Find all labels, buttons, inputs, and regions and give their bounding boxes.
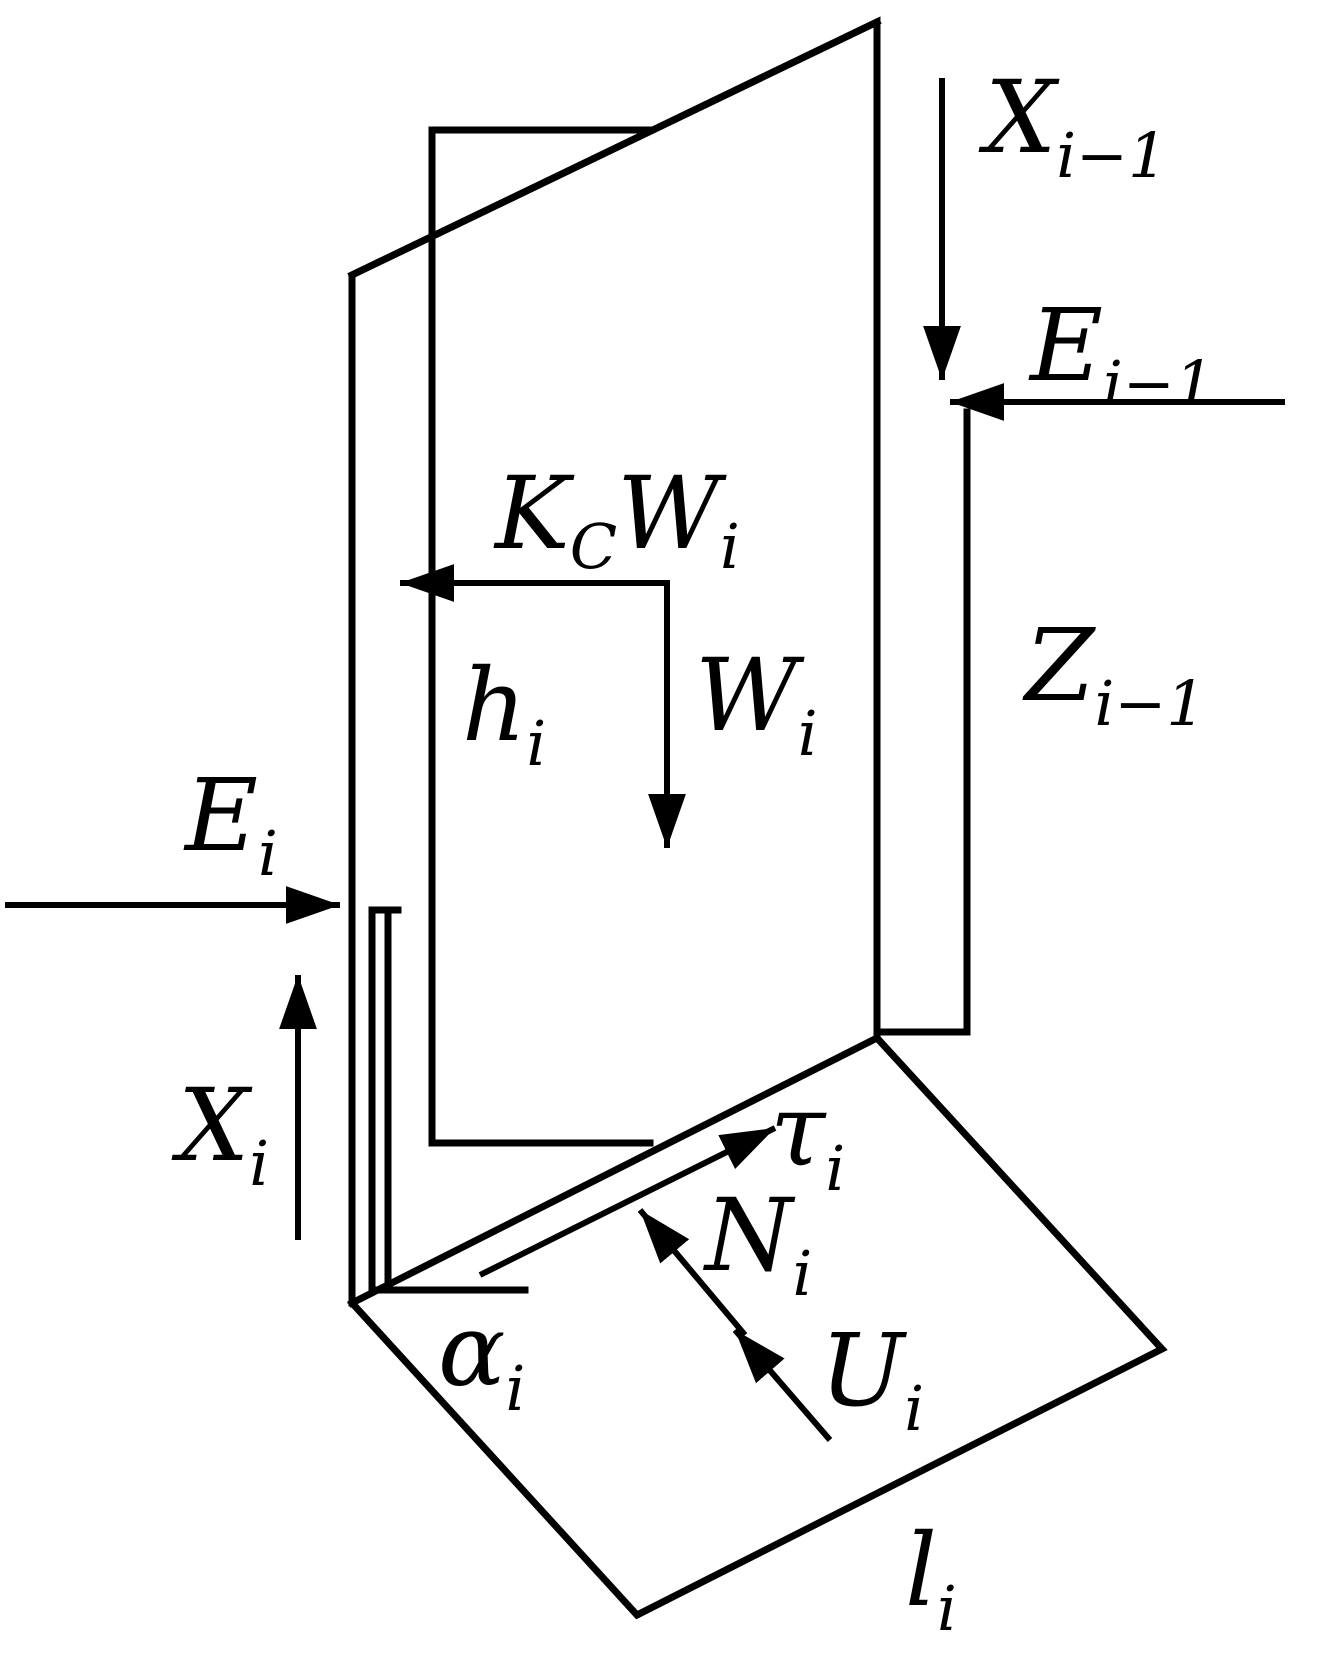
label-x-prev: Xi−1 (978, 59, 1167, 192)
label-h: hi (462, 647, 546, 780)
label-tau: τi (770, 1072, 845, 1205)
label-n: Ni (703, 1177, 812, 1310)
label-z-prev: Zi−1 (1022, 607, 1206, 740)
force-labels: Xi−1 Ei−1 KCWi Zi−1 hi Wi Ei Xi τi Ni (171, 59, 1214, 1645)
label-e-prev: Ei−1 (1028, 287, 1214, 420)
label-kc-w: KCWi (493, 455, 740, 583)
right-wall (873, 408, 971, 1036)
label-w: Wi (695, 637, 818, 770)
arrow-n (637, 1208, 748, 1337)
inner-slice-top (428, 126, 654, 1147)
label-e: Ei (183, 757, 278, 890)
label-alpha: αi (438, 1292, 525, 1425)
slice-outline (347, 16, 1168, 1620)
arrow-tau (478, 1125, 777, 1278)
force-arrows (5, 78, 1285, 1442)
label-u: Ui (820, 1312, 924, 1445)
front-plane-top-edge (347, 17, 882, 280)
arrow-kc-w (400, 564, 670, 602)
base-plane (347, 1033, 1168, 1620)
left-base-double (368, 906, 529, 1294)
arrow-u (732, 1328, 833, 1442)
label-x: Xi (171, 1067, 269, 1200)
label-l: li (905, 1512, 957, 1645)
